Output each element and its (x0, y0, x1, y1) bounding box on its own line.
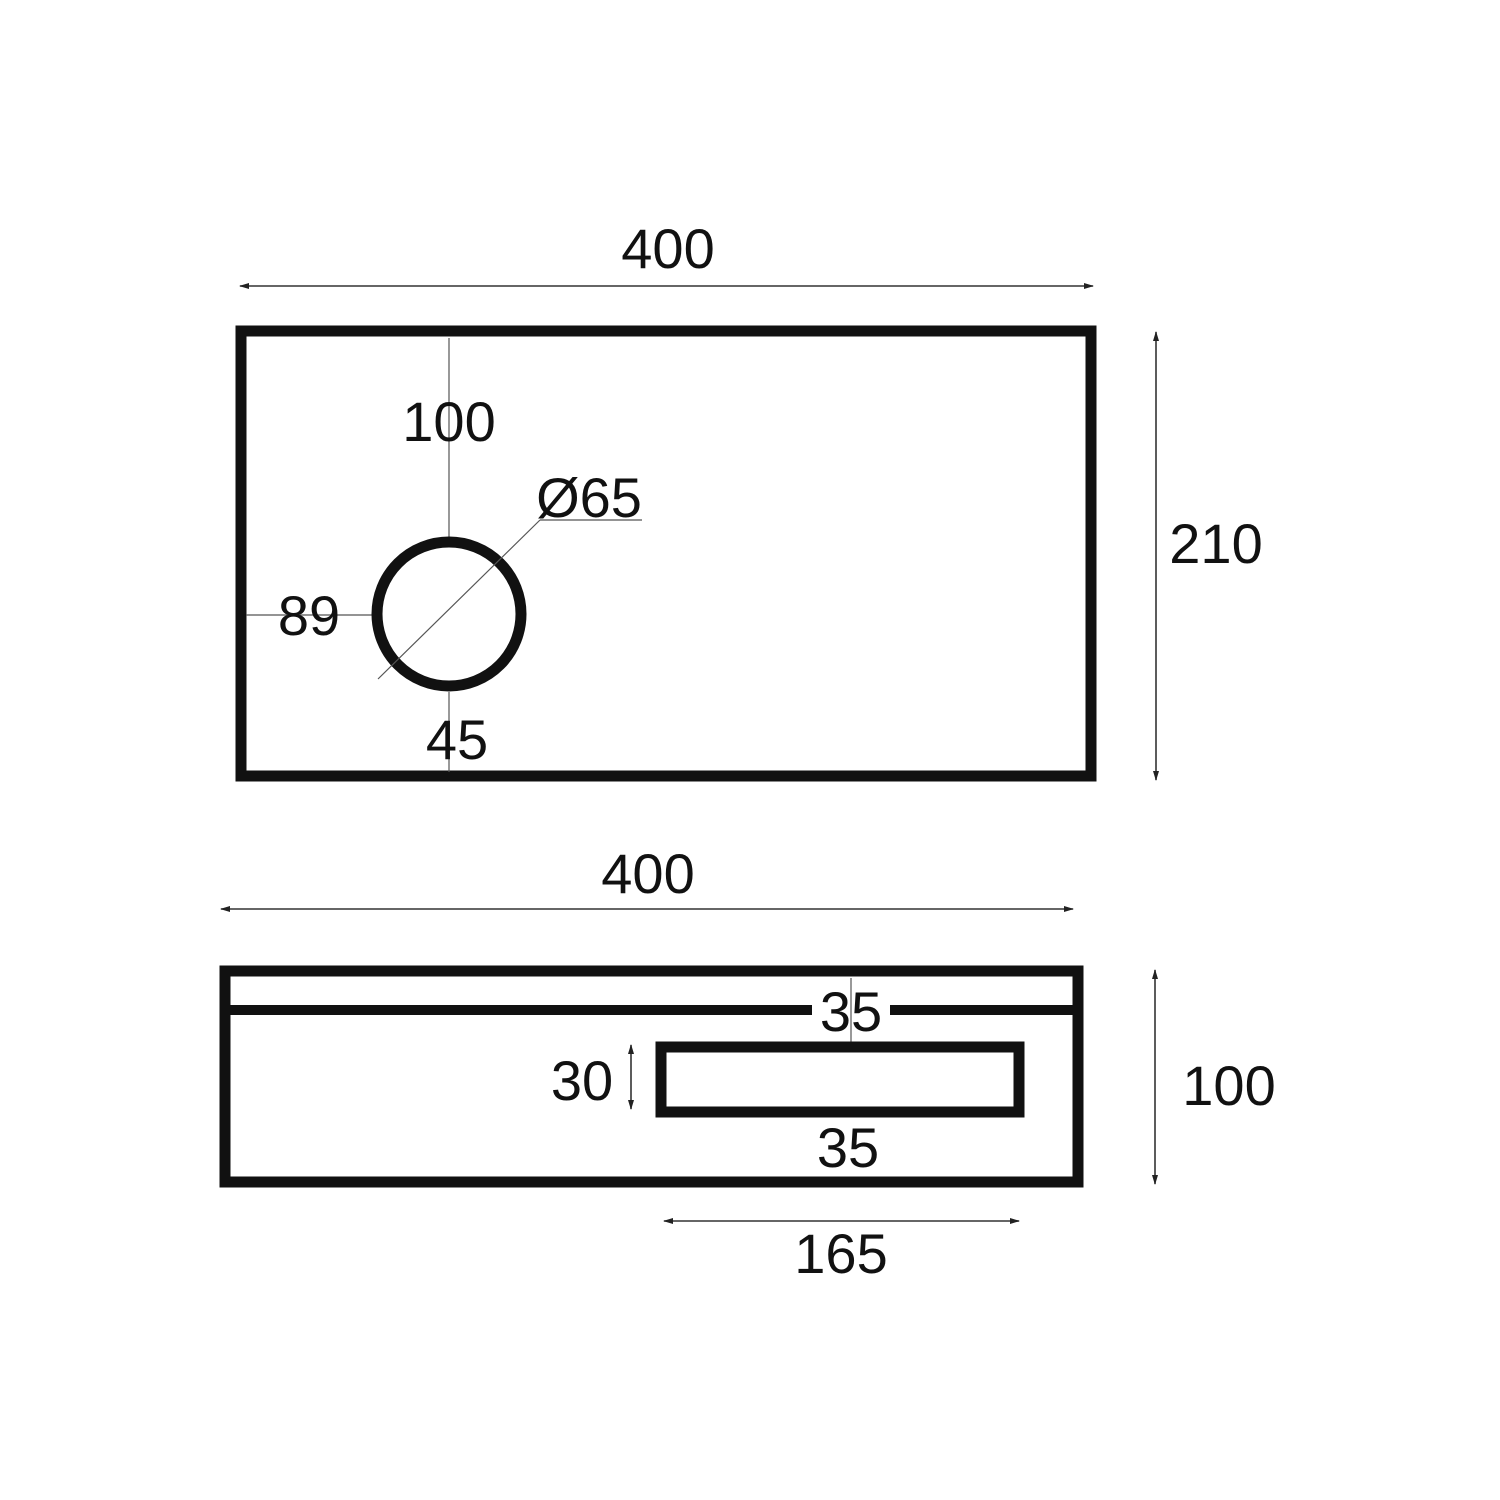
slot-width-label: 165 (794, 1222, 887, 1285)
front-height-label: 100 (1182, 1054, 1275, 1117)
hole-diameter-label: Ø65 (536, 466, 642, 529)
top-width-label: 400 (621, 217, 714, 280)
overflow-slot (655, 1041, 1025, 1118)
hole-from-bottom-label: 45 (426, 708, 488, 771)
top-view: 400 210 100 Ø65 89 45 (235, 217, 1263, 782)
slot-height-label: 30 (551, 1049, 613, 1112)
top-view-outline (235, 325, 1097, 782)
front-view: 400 100 35 30 35 165 (219, 842, 1276, 1285)
slot-from-bottom-label: 35 (817, 1116, 879, 1179)
diameter-leader-line (377, 519, 541, 680)
slot-from-top-label: 35 (820, 980, 882, 1043)
front-view-outline (219, 965, 1084, 1188)
hole-from-top-label: 100 (402, 390, 495, 453)
top-height-label: 210 (1169, 512, 1262, 575)
hole-from-left-label: 89 (278, 584, 340, 647)
front-width-label: 400 (601, 842, 694, 905)
drain-hole (371, 536, 527, 692)
